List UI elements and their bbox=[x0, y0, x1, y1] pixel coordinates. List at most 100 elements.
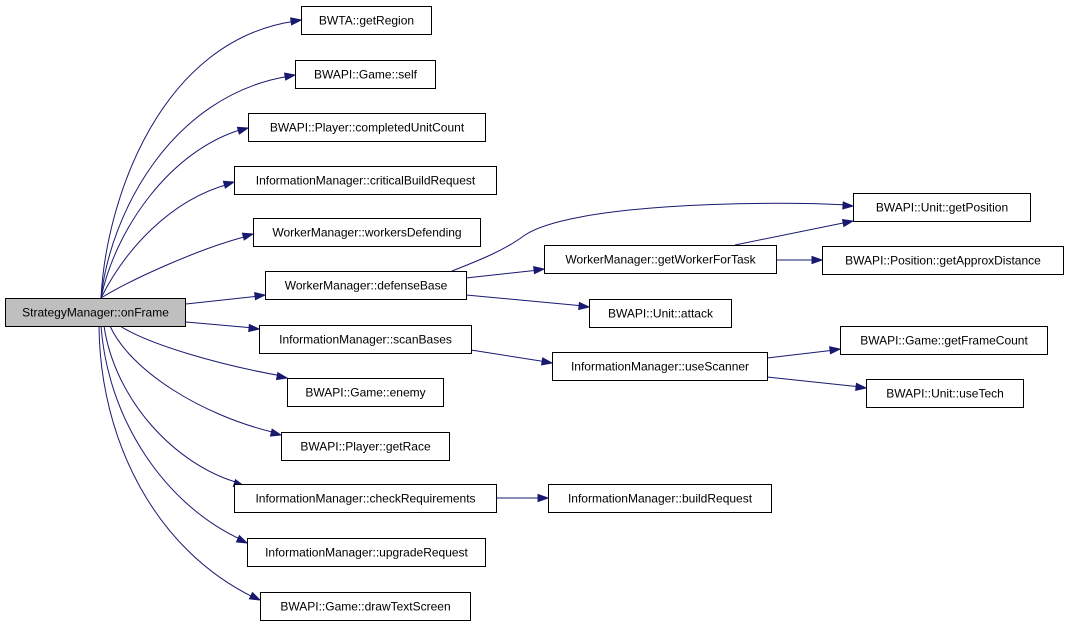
arrowhead-defense-base bbox=[254, 292, 267, 301]
node-upgrade-request[interactable]: InformationManager::upgradeRequest bbox=[247, 538, 486, 567]
node-box bbox=[853, 193, 1031, 222]
call-edges bbox=[98, 17, 868, 601]
node-get-region[interactable]: BWTA::getRegion bbox=[301, 6, 432, 35]
node-box bbox=[840, 326, 1048, 355]
node-label: BWAPI::Position::getApproxDistance bbox=[845, 254, 1041, 268]
node-label: WorkerManager::getWorkerForTask bbox=[565, 253, 756, 267]
node-box bbox=[552, 352, 768, 381]
edge-on-frame-to-completed-unit-count bbox=[100, 128, 244, 299]
arrowhead-get-position bbox=[841, 218, 855, 228]
edge-defense-base-to-get-position bbox=[451, 202, 849, 272]
node-build-request[interactable]: InformationManager::buildRequest bbox=[548, 484, 772, 513]
edge-on-frame-to-defense-base bbox=[185, 295, 261, 305]
edge-on-frame-to-enemy bbox=[119, 325, 283, 377]
node-box bbox=[866, 379, 1024, 408]
node-attack[interactable]: BWAPI::Unit::attack bbox=[589, 299, 732, 328]
edge-on-frame-to-get-race bbox=[109, 325, 277, 434]
node-label: BWAPI::Game::getFrameCount bbox=[860, 334, 1028, 348]
node-get-frame-count[interactable]: BWAPI::Game::getFrameCount bbox=[840, 326, 1048, 355]
arrowhead-get-position bbox=[842, 201, 855, 210]
node-box bbox=[259, 325, 472, 354]
node-box bbox=[589, 299, 732, 328]
edge-defense-base-to-attack bbox=[465, 294, 585, 307]
node-get-approx-distance[interactable]: BWAPI::Position::getApproxDistance bbox=[822, 246, 1064, 275]
node-critical-build-request[interactable]: InformationManager::criticalBuildRequest bbox=[234, 166, 497, 195]
node-label: InformationManager::scanBases bbox=[279, 333, 452, 347]
node-scan-bases[interactable]: InformationManager::scanBases bbox=[259, 325, 472, 354]
node-label: BWTA::getRegion bbox=[319, 14, 414, 28]
arrowhead-game-self bbox=[283, 72, 297, 81]
edge-on-frame-to-get-region bbox=[100, 20, 297, 299]
arrowhead-scan-bases bbox=[248, 323, 261, 333]
node-game-self[interactable]: BWAPI::Game::self bbox=[295, 60, 436, 89]
edge-defense-base-to-get-worker-for-task bbox=[465, 269, 540, 279]
node-label: BWAPI::Unit::useTech bbox=[886, 387, 1004, 401]
node-label: BWAPI::Game::enemy bbox=[305, 386, 425, 400]
arrowhead-get-region bbox=[290, 17, 303, 26]
node-label: InformationManager::upgradeRequest bbox=[265, 546, 468, 560]
node-label: InformationManager::criticalBuildRequest bbox=[256, 174, 476, 188]
node-label: BWAPI::Game::self bbox=[314, 68, 418, 82]
arrowhead-build-request bbox=[537, 493, 550, 503]
edge-on-frame-to-critical-build-request bbox=[100, 183, 230, 299]
edge-on-frame-to-game-self bbox=[100, 75, 291, 299]
edge-scan-bases-to-use-scanner bbox=[470, 349, 548, 363]
node-completed-unit-count[interactable]: BWAPI::Player::completedUnitCount bbox=[248, 113, 486, 142]
edge-on-frame-to-scan-bases bbox=[185, 321, 255, 329]
node-box bbox=[248, 113, 486, 142]
node-box bbox=[301, 6, 432, 35]
node-box bbox=[544, 245, 777, 274]
node-get-position[interactable]: BWAPI::Unit::getPosition bbox=[853, 193, 1031, 222]
arrowhead-enemy bbox=[275, 371, 289, 381]
node-box bbox=[287, 378, 444, 407]
node-label: InformationManager::checkRequirements bbox=[255, 492, 475, 506]
arrowhead-get-race bbox=[269, 428, 283, 437]
arrowhead-critical-build-request bbox=[222, 180, 236, 189]
arrowhead-get-approx-distance bbox=[811, 255, 824, 265]
node-draw-text-screen[interactable]: BWAPI::Game::drawTextScreen bbox=[260, 592, 471, 621]
node-defense-base[interactable]: WorkerManager::defenseBase bbox=[265, 271, 467, 300]
node-box bbox=[281, 432, 450, 461]
node-enemy[interactable]: BWAPI::Game::enemy bbox=[287, 378, 444, 407]
node-label: InformationManager::useScanner bbox=[571, 360, 749, 374]
node-get-worker-for-task[interactable]: WorkerManager::getWorkerForTask bbox=[544, 245, 777, 274]
node-use-tech[interactable]: BWAPI::Unit::useTech bbox=[866, 379, 1024, 408]
node-label: BWAPI::Player::completedUnitCount bbox=[270, 121, 465, 135]
node-box bbox=[822, 246, 1064, 275]
arrowhead-attack bbox=[578, 301, 591, 311]
node-box bbox=[253, 218, 481, 247]
node-label: InformationManager::buildRequest bbox=[568, 492, 753, 506]
node-label: BWAPI::Unit::getPosition bbox=[876, 201, 1008, 215]
call-nodes: StrategyManager::onFrame BWTA::getRegionB… bbox=[5, 6, 1064, 621]
node-use-scanner[interactable]: InformationManager::useScanner bbox=[552, 352, 768, 381]
arrowhead-workers-defending bbox=[241, 232, 255, 241]
node-box bbox=[548, 484, 772, 513]
edge-on-frame-to-workers-defending bbox=[100, 235, 249, 299]
arrowhead-get-frame-count bbox=[829, 346, 842, 355]
node-workers-defending[interactable]: WorkerManager::workersDefending bbox=[253, 218, 481, 247]
edge-on-frame-to-check-requirements bbox=[103, 325, 240, 484]
arrowhead-use-tech bbox=[855, 382, 868, 392]
node-box bbox=[265, 271, 467, 300]
arrowhead-completed-unit-count bbox=[236, 126, 250, 135]
arrowhead-upgrade-request bbox=[235, 534, 249, 544]
node-get-race[interactable]: BWAPI::Player::getRace bbox=[281, 432, 450, 461]
edge-use-scanner-to-get-frame-count bbox=[766, 349, 836, 359]
node-label: StrategyManager::onFrame bbox=[22, 306, 169, 320]
node-box bbox=[247, 538, 486, 567]
node-label: BWAPI::Player::getRace bbox=[300, 440, 431, 454]
arrowhead-get-worker-for-task bbox=[533, 266, 546, 275]
node-box bbox=[260, 592, 471, 621]
arrowhead-draw-text-screen bbox=[248, 591, 262, 601]
edge-on-frame-to-upgrade-request bbox=[100, 325, 243, 541]
node-box bbox=[5, 298, 186, 327]
node-box bbox=[234, 484, 497, 513]
edge-on-frame-to-draw-text-screen bbox=[98, 325, 256, 599]
node-check-requirements[interactable]: InformationManager::checkRequirements bbox=[234, 484, 497, 513]
node-on-frame[interactable]: StrategyManager::onFrame bbox=[5, 298, 186, 327]
node-box bbox=[234, 166, 497, 195]
node-box bbox=[295, 60, 436, 89]
arrowhead-use-scanner bbox=[540, 357, 554, 366]
node-label: WorkerManager::workersDefending bbox=[272, 226, 461, 240]
